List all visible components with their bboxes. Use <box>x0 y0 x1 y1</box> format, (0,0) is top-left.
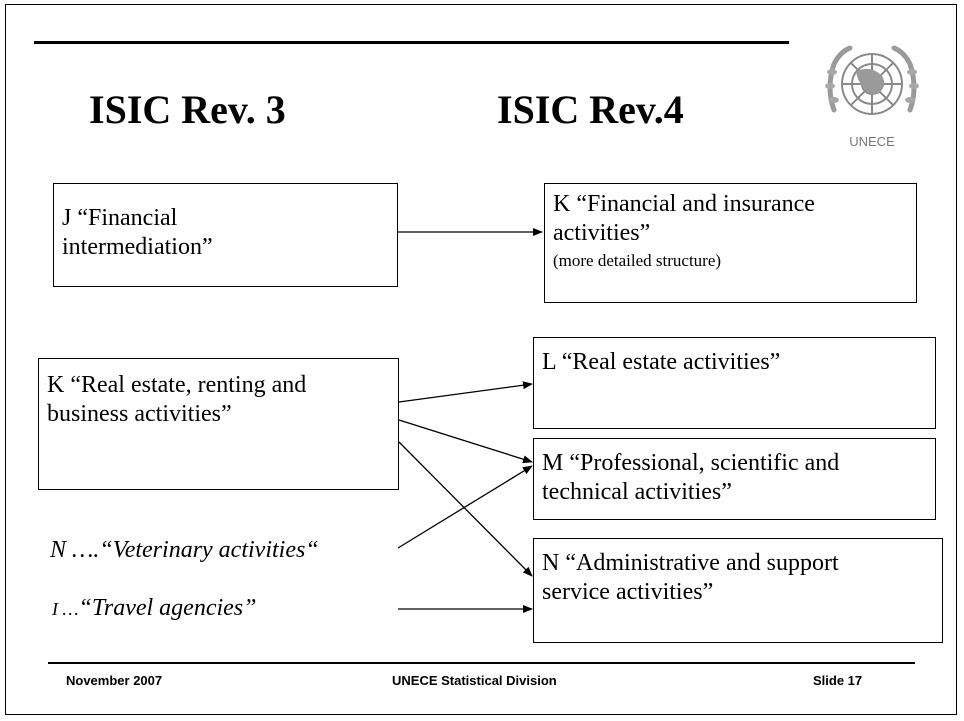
arrow-k-to-n <box>398 441 533 577</box>
arrow-k-to-l <box>398 381 533 403</box>
heading-isic-rev3: ISIC Rev. 3 <box>89 87 286 132</box>
box-text-line: L “Real estate activities” <box>542 349 781 375</box>
box-k-real-estate-renting-business: K “Real estate, renting and business act… <box>38 358 399 490</box>
label-veterinary-activities: N ….“Veterinary activities“ <box>50 538 319 562</box>
box-text-line: J “Financial <box>62 205 178 231</box>
label-prefix: N …. <box>50 537 100 563</box>
box-text-line: activities” <box>553 220 651 246</box>
arrow-k-to-m <box>398 419 533 464</box>
box-text-line: N “Administrative and support <box>542 550 839 576</box>
label-text: “Travel agencies” <box>78 595 257 621</box>
label-prefix: I … <box>52 599 79 619</box>
box-text-line: M “Professional, scientific and <box>542 450 840 476</box>
label-text: “Veterinary activities“ <box>99 537 319 563</box>
box-m-professional: M “Professional, scientific and technica… <box>533 438 936 520</box>
slide-frame <box>5 4 957 715</box>
footer-organization: UNECE Statistical Division <box>392 673 557 688</box>
box-j-financial-intermediation: J “Financial intermediation” <box>53 183 398 287</box>
box-note: (more detailed structure) <box>553 251 722 270</box>
footer-rule <box>48 662 915 664</box>
box-text-line: K “Real estate, renting and <box>47 372 307 398</box>
box-text-line: business activities” <box>47 401 232 427</box>
box-k-financial-insurance: K “Financial and insurance activities” (… <box>544 183 917 303</box>
box-text-line: K “Financial and insurance <box>553 191 815 217</box>
unece-logo-text: UNECE <box>849 134 895 149</box>
top-rule <box>34 41 789 44</box>
footer-date: November 2007 <box>66 673 163 688</box>
box-text-line: service activities” <box>542 579 714 605</box>
unece-logo: UNECE <box>812 36 932 156</box>
box-text-line: technical activities” <box>542 479 732 505</box>
arrow-veterinary-to-m <box>397 465 533 549</box>
footer-slide-number: Slide 17 <box>813 673 863 688</box>
box-n-administrative: N “Administrative and support service ac… <box>533 538 943 643</box>
heading-isic-rev4: ISIC Rev.4 <box>497 87 684 132</box>
box-text-line: intermediation” <box>62 234 213 260</box>
un-emblem-icon: UNECE <box>825 45 919 149</box>
label-travel-agencies: I …“Travel agencies” <box>52 596 257 620</box>
box-l-real-estate: L “Real estate activities” <box>533 337 936 429</box>
